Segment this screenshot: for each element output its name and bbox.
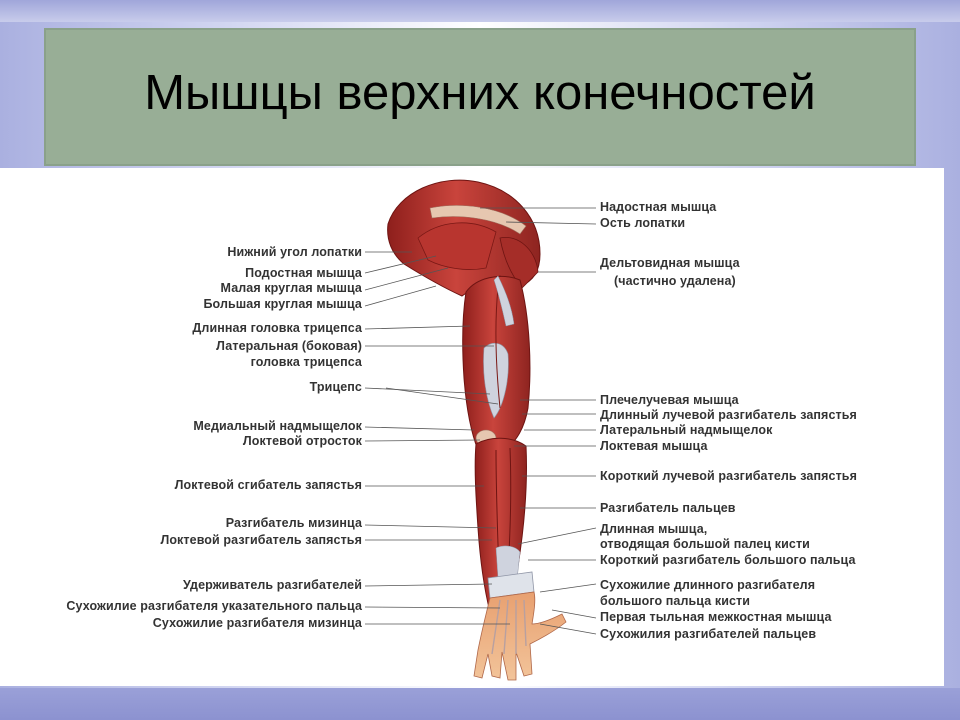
- label-teres-major: Большая круглая мышца: [203, 297, 362, 311]
- label-triceps-lateral-head-1: Латеральная (боковая): [216, 339, 362, 353]
- label-extensor-digiti-minimi: Разгибатель мизинца: [225, 516, 362, 530]
- arm-illustration: [364, 179, 597, 681]
- label-extensor-digitorum: Разгибатель пальцев: [600, 501, 736, 515]
- hand-tendon-1: [491, 599, 501, 655]
- scapular-spine-tendon: [429, 205, 527, 235]
- deltoid-tendon: [493, 275, 515, 327]
- label-teres-minor: Малая круглая мышца: [220, 281, 362, 295]
- left-leader-lines: [364, 251, 510, 625]
- label-first-dorsal-interosseous: Первая тыльная межкостная мышца: [600, 610, 832, 624]
- label-supraspinatus: Надостная мышца: [600, 200, 717, 214]
- slide-title: Мышцы верхних конечностей: [144, 66, 816, 120]
- label-extensor-carpi-ulnaris: Локтевой разгибатель запястья: [160, 533, 362, 547]
- diagram-panel: Нижний угол лопатки Подостная мышца Мала…: [0, 168, 944, 686]
- lateral-head-line: [495, 287, 501, 409]
- hand-tendon-4: [523, 599, 527, 647]
- label-triceps-lateral-head-2: головка трицепса: [250, 355, 362, 369]
- frame-bottom: [0, 688, 960, 720]
- hand: [473, 591, 567, 681]
- label-infraspinatus: Подостная мышца: [245, 266, 362, 280]
- label-abductor-pollicis-longus-1: Длинная мышца,: [600, 522, 708, 536]
- label-medial-epicondyle: Медиальный надмыщелок: [193, 419, 362, 433]
- label-flexor-carpi-ulnaris: Локтевой сгибатель запястья: [174, 478, 362, 492]
- label-triceps-long-head: Длинная головка трицепса: [192, 321, 362, 335]
- label-brachioradialis: Плечелучевая мышца: [600, 393, 739, 407]
- label-epl-tendon-1: Сухожилие длинного разгибателя: [600, 578, 816, 592]
- label-inferior-angle-scapula: Нижний угол лопатки: [227, 245, 362, 259]
- label-scapular-spine: Ость лопатки: [600, 216, 686, 230]
- infraspinatus-muscle: [417, 222, 497, 270]
- label-triceps: Трицепс: [309, 380, 362, 394]
- label-extensor-indicis-tendon: Сухожилие разгибателя указательного паль…: [66, 599, 362, 613]
- label-ecr-brevis: Короткий лучевой разгибатель запястья: [600, 469, 857, 483]
- label-extensor-digitorum-tendons: Сухожилия разгибателей пальцев: [600, 627, 817, 641]
- label-anconeus: Локтевая мышца: [600, 439, 708, 453]
- right-leader-lines: [480, 207, 597, 635]
- label-olecranon: Локтевой отросток: [242, 434, 362, 448]
- label-extensor-digiti-minimi-tendon: Сухожилие разгибателя мизинца: [152, 616, 362, 630]
- label-epl-tendon-2: большого пальца кисти: [600, 594, 751, 608]
- label-ecr-longus: Длинный лучевой разгибатель запястья: [600, 408, 857, 422]
- frame-top: [0, 0, 960, 22]
- label-deltoid-note: (частично удалена): [614, 274, 736, 288]
- title-box: Мышцы верхних конечностей: [44, 28, 916, 166]
- label-lateral-epicondyle: Латеральный надмыщелок: [600, 423, 773, 437]
- label-extensor-pollicis-brevis: Короткий разгибатель большого пальца: [600, 553, 856, 567]
- triceps-tendon: [483, 342, 509, 419]
- hand-tendon-2: [503, 599, 509, 655]
- label-deltoid: Дельтовидная мышца: [600, 256, 740, 270]
- label-abductor-pollicis-longus-2: отводящая большой палец кисти: [600, 537, 810, 551]
- label-extensor-retinaculum: Удерживатель разгибателей: [182, 578, 362, 592]
